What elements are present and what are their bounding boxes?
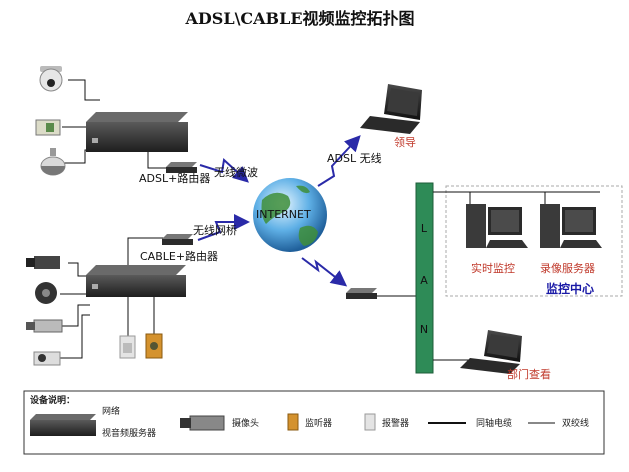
page-title: ADSL\CABLE视频监控拓扑图 [184, 9, 414, 28]
legend-title: 设备说明： [30, 394, 75, 406]
adsl-router-icon [166, 162, 197, 173]
alarm-device-icon [119, 335, 136, 359]
monitor-center-label: 监控中心 [546, 281, 594, 296]
legend-listener-icon [287, 413, 299, 431]
camera-1-icon [26, 256, 60, 269]
leader-label: 领导 [394, 136, 416, 149]
realtime-monitor-pc-icon [466, 204, 528, 248]
legend-coax: 同轴电缆 [476, 417, 512, 429]
lan-letter-a: A [420, 274, 428, 287]
dome-camera-icon [39, 66, 63, 92]
dept-laptop-icon [460, 330, 522, 374]
legend-network: 网络 [102, 405, 120, 417]
realtime-monitor-label: 实时监控 [471, 261, 515, 275]
monitor-center-box [445, 185, 623, 297]
dept-view-label: 部门查看 [507, 367, 551, 381]
av-server-top-icon [86, 112, 188, 152]
legend-camera: 摄像头 [232, 417, 259, 429]
ceiling-camera-icon [40, 148, 66, 176]
legend-box [23, 390, 605, 455]
leader-laptop-icon [360, 84, 422, 134]
wireless-links [197, 135, 361, 287]
internet-label: INTERNET [256, 208, 311, 221]
legend-alarm: 报警器 [382, 417, 409, 429]
legend-camera-icon [180, 415, 225, 431]
legend-av-server: 视音频服务器 [102, 427, 156, 439]
lan-letter-n: N [420, 323, 428, 336]
adsl-wireless-label: ADSL 无线 [327, 151, 382, 165]
av-server-bottom-icon [86, 265, 186, 297]
legend-alarm-icon [364, 413, 376, 431]
camera-2-icon [35, 282, 57, 304]
lan-bar [415, 182, 434, 374]
wireless-bridge-label: 无线网桥 [193, 223, 237, 237]
cable-router-icon [162, 234, 193, 245]
bottom-site-cables [60, 237, 165, 359]
recording-server-pc-icon [540, 204, 602, 248]
wireless-microwave-label: 无线微波 [214, 165, 258, 179]
legend-server-icon [30, 414, 96, 436]
internet-globe-icon [253, 178, 327, 252]
camera-3-icon [26, 319, 63, 333]
listener-device-icon [145, 333, 163, 359]
recording-server-label: 录像服务器 [540, 262, 595, 275]
lan-router-icon [346, 288, 377, 299]
legend-listener: 监听器 [305, 417, 332, 429]
legend-twisted: 双绞线 [562, 417, 589, 429]
adsl-router-label: ADSL+路由器 [139, 171, 210, 185]
lan-letter-l: L [421, 222, 428, 235]
cable-router-label: CABLE+路由器 [140, 249, 218, 263]
box-camera-icon [35, 119, 61, 136]
camera-4-icon [33, 351, 61, 366]
